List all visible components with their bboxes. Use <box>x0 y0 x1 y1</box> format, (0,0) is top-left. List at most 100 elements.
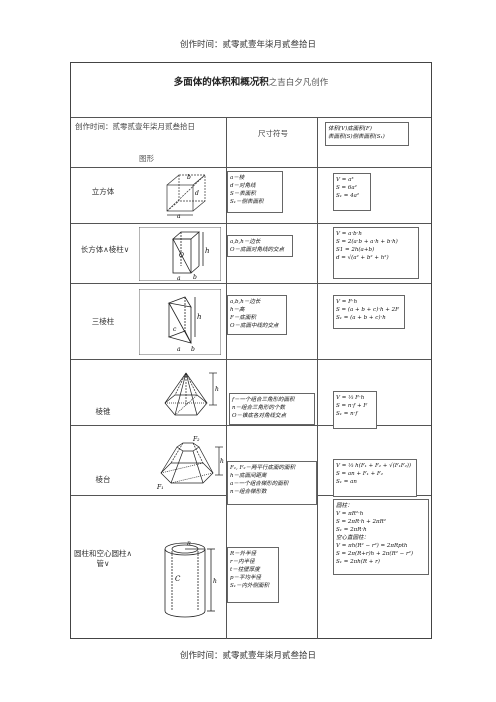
frustum-symbols: F₁, F₂－两平行底面的面积 h－底面间距离 a－一个组合梯形的面积 n－组合… <box>227 461 317 505</box>
svg-text:h: h <box>197 313 202 321</box>
svg-text:F₁: F₁ <box>156 484 164 491</box>
symbol-line: h－底面间距离 <box>230 473 267 479</box>
row-name-cylinder: 圆柱和空心圆柱∧管∨ <box>74 549 132 568</box>
symbol-line: S₁－侧表面积 <box>230 199 264 205</box>
formula-line: d = √(a² + b² + h²) <box>336 255 389 261</box>
formula-line: S₁ = 2πR·h <box>336 527 367 533</box>
symbol-line: O－锥底各对角线交点 <box>232 413 287 419</box>
formula-line: V = ⅓ h(F₁ + F₂ + √(F₁F₂)) <box>336 463 412 469</box>
svg-text:h: h <box>213 578 217 585</box>
formula-line: S = 6a² <box>336 185 357 191</box>
frustum-formulas: V = ⅓ h(F₁ + F₂ + √(F₁F₂)) S = an + F₁ +… <box>333 459 417 497</box>
svg-text:b: b <box>187 174 191 181</box>
table-title: 多面体的体积和概况积之吉白夕凡创作 <box>71 74 431 88</box>
row-name-pyramid: 棱锥 <box>95 407 111 416</box>
symbol-line: F－底面积 <box>230 315 256 321</box>
row-name-triangular-prism: 三棱柱 <box>91 317 115 326</box>
symbol-line: r－内半径 <box>230 559 255 565</box>
cube-symbols: a－棱 d－对角线 S－表面积 S₁－侧表面积 <box>227 171 283 213</box>
pyramid-figure: h <box>164 372 219 416</box>
svg-text:b: b <box>193 274 197 281</box>
col-header-symbols: 尺寸符号 <box>258 129 288 138</box>
svg-text:c: c <box>173 326 177 333</box>
formula-line: V = ⅓ F·h <box>336 395 365 401</box>
svg-text:a: a <box>177 213 181 219</box>
formula-line: S = 2πR·h + 2πR² <box>336 519 386 525</box>
triangular-prism-symbols: a,b,h－边长 h－高 F－底面积 O－底面中线的交点 <box>227 295 287 335</box>
cylinder-figure: C h R <box>164 541 217 618</box>
symbol-line: h－高 <box>230 307 245 313</box>
formula-line: S₁ = 4a² <box>336 193 360 199</box>
cylinder-formulas: 圆柱： V = πR²·h S = 2πR·h + 2πR² S₁ = 2πR·… <box>333 499 429 575</box>
formula-line: S = 2π(R+r)h + 2π(R² − r²) <box>336 551 413 557</box>
symbol-line: S－表面积 <box>230 191 256 197</box>
svg-text:a: a <box>177 346 181 353</box>
col-header-left: 创作时间：贰零贰壹年柒月贰叁拾日 <box>75 122 195 131</box>
symbol-line: f－一个组合三角形的面积 <box>232 397 295 403</box>
header-formula-line: 表面积(S)侧表面积(S₁) <box>328 134 385 140</box>
col-header-figure: 图形 <box>139 154 154 163</box>
svg-text:O: O <box>179 252 184 259</box>
formula-table: 多面体的体积和概况积之吉白夕凡创作 创作时间：贰零贰壹年柒月贰叁拾日 尺寸符号 … <box>70 62 432 639</box>
symbol-line: p－平均半径 <box>230 575 262 581</box>
symbol-line: a－一个组合梯形的面积 <box>230 481 289 487</box>
pyramid-formulas: V = ⅓ F·h S = n·f + F S₁ = n·f <box>333 391 377 429</box>
formula-line: S = (a + b + c)·h + 2F <box>336 307 399 313</box>
symbol-line: F₁, F₂－两平行底面的面积 <box>230 465 296 471</box>
cube-figure: a d b <box>166 174 206 219</box>
col-header-formula-box: 体积(V)底面积(F) 表面积(S)侧表面积(S₁) <box>325 122 409 146</box>
symbol-line: O－底面对角线的交点 <box>230 247 285 253</box>
svg-text:d: d <box>195 190 199 197</box>
svg-text:h: h <box>215 386 219 393</box>
formula-line: S₁ = an <box>336 479 357 485</box>
formula-line: S = n·f + F <box>336 403 368 409</box>
symbol-line: O－底面中线的交点 <box>230 323 279 329</box>
formula-line: S₁ = n·f <box>336 411 358 417</box>
formula-line: S1 = 2h(a+b) <box>336 247 375 253</box>
formula-line: V = a·b·h <box>336 231 362 237</box>
symbol-line: n－组合梯形数 <box>230 489 267 495</box>
cuboid-figure: h O a b <box>139 227 221 281</box>
row-name-frustum: 棱台 <box>95 475 111 484</box>
title-suffix: 之吉白夕凡创作 <box>268 78 329 88</box>
formula-line: V = a³ <box>336 177 354 183</box>
symbol-line: a,b,h－边长 <box>230 299 261 305</box>
row-name-cuboid: 长方体∧棱柱∨ <box>80 245 130 254</box>
symbol-line: t－柱壁厚度 <box>230 567 260 573</box>
page-footer: 创作时间：贰零贰壹年柒月贰叁拾日 <box>179 651 316 661</box>
cube-formulas: V = a³ S = 6a² S₁ = 4a² <box>333 173 371 211</box>
formula-line: S₁ = (a + b + c)·h <box>336 315 386 321</box>
svg-text:C: C <box>175 575 181 583</box>
triangular-prism-figure: h c a b <box>139 289 221 355</box>
cuboid-formulas: V = a·b·h S = 2(a·b + a·h + b·h) S1 = 2h… <box>333 227 419 279</box>
symbol-line: S₁－内外侧面积 <box>230 583 269 589</box>
formula-line: 圆柱： <box>336 503 353 509</box>
svg-text:F₂: F₂ <box>192 436 200 443</box>
cuboid-symbols: a,b,h－边长 O－底面对角线的交点 <box>227 235 293 257</box>
symbol-line: a－棱 <box>230 175 245 181</box>
cylinder-symbols: R－外半径 r－内半径 t－柱壁厚度 p－平均半径 S₁－内外侧面积 <box>227 547 279 603</box>
svg-text:h: h <box>220 458 224 465</box>
formula-line: S₁ = 2πh(R + r) <box>336 559 380 565</box>
formula-line: V = πR²·h <box>336 511 364 517</box>
row-name-cube: 立方体 <box>91 187 115 196</box>
page-header: 创作时间：贰零贰壹年柒月贰叁拾日 <box>179 40 316 50</box>
symbol-line: n－组合三角形的个数 <box>232 405 286 411</box>
header-formula-line: 体积(V)底面积(F) <box>328 126 372 132</box>
frustum-figure: F₂ F₁ h <box>156 436 224 491</box>
formula-line: 空心直圆柱： <box>336 535 370 541</box>
formula-line: V = πh(R² − r²) = 2πRpth <box>336 543 408 549</box>
formula-line: V = F·h <box>336 299 358 305</box>
formula-line: S = an + F₁ + F₂ <box>336 471 383 477</box>
symbol-line: R－外半径 <box>230 551 257 557</box>
svg-text:a: a <box>177 275 181 281</box>
svg-text:b: b <box>191 346 195 353</box>
pyramid-symbols: f－一个组合三角形的面积 n－组合三角形的个数 O－锥底各对角线交点 <box>229 393 315 425</box>
formula-line: S = 2(a·b + a·h + b·h) <box>336 239 398 245</box>
title-main: 多面体的体积和概况积 <box>173 77 269 88</box>
symbol-line: d－对角线 <box>230 183 256 189</box>
svg-text:R: R <box>186 541 191 547</box>
triangular-prism-formulas: V = F·h S = (a + b + c)·h + 2F S₁ = (a +… <box>333 295 405 329</box>
svg-text:h: h <box>205 247 210 255</box>
symbol-line: a,b,h－边长 <box>230 239 261 245</box>
